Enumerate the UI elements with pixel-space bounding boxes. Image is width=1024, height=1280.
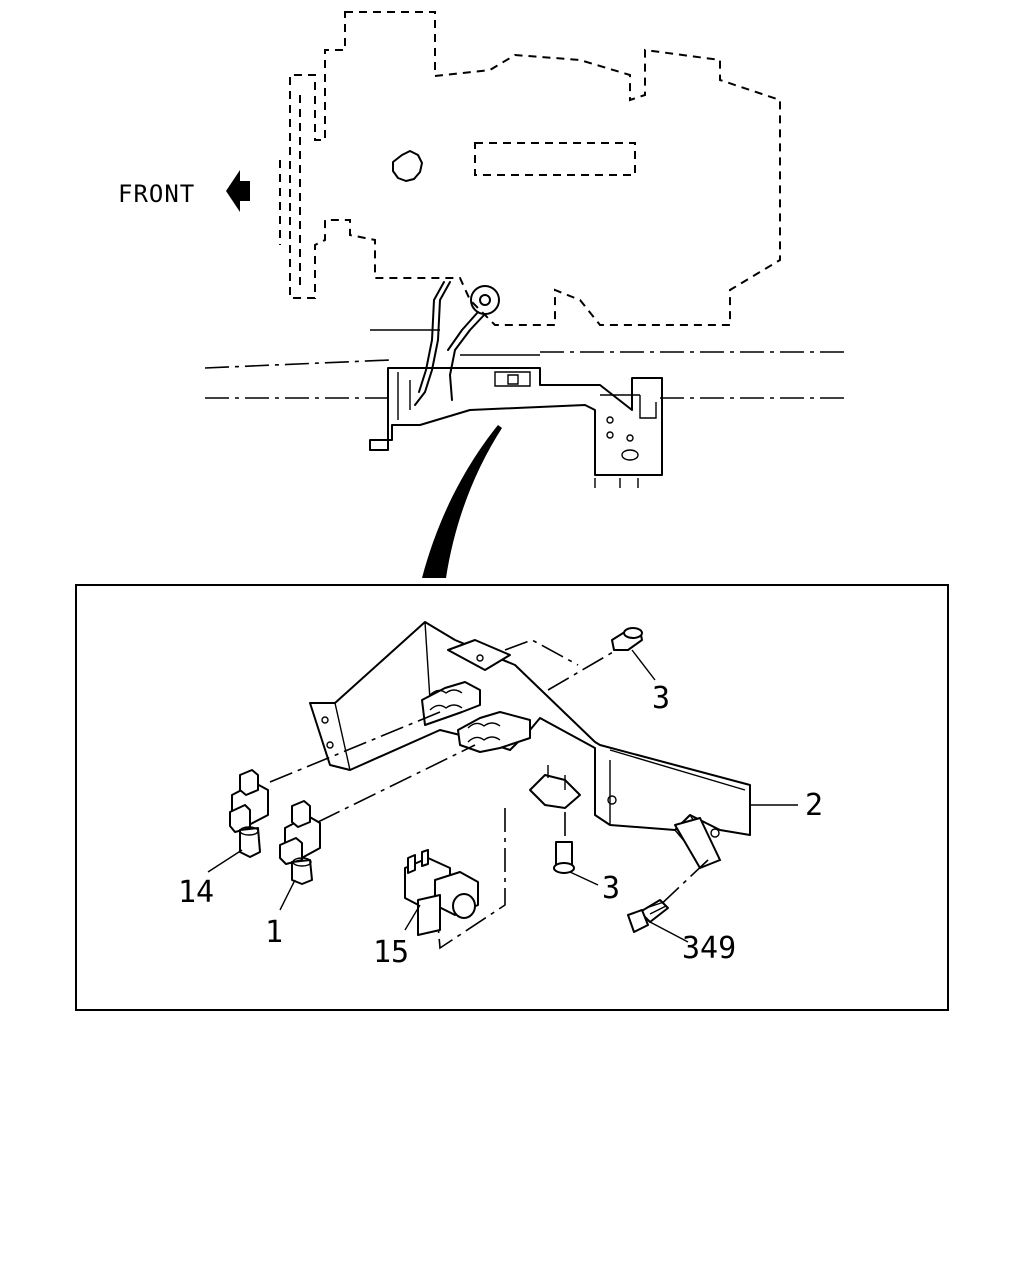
engine-overview: FRONT — [118, 11, 845, 488]
overview-bracket — [369, 367, 663, 476]
callout-line-14 — [207, 849, 243, 873]
hose-left-2 — [418, 281, 445, 393]
overview-hole-3 — [621, 449, 639, 461]
part-1-vsv — [279, 800, 321, 885]
callout-3-bottom: 3 — [602, 871, 620, 906]
detail-pointer — [422, 425, 502, 578]
clamp-lower-detail — [467, 722, 501, 743]
leader-14 — [269, 711, 441, 783]
callout-line-15 — [404, 904, 421, 931]
callout-3-top: 3 — [652, 681, 670, 716]
bolt-3-bottom — [553, 841, 575, 874]
engine-inner-left — [279, 95, 301, 290]
top-tab-hole — [476, 654, 484, 662]
detail-view: 3 2 14 1 3 15 349 — [178, 621, 823, 970]
arrow-left-icon — [226, 170, 250, 212]
engine-outline — [289, 11, 781, 326]
bracket-hole-right — [607, 795, 617, 805]
bolt-349 — [627, 899, 669, 933]
callout-15: 15 — [373, 935, 409, 970]
leader-3-top — [547, 647, 621, 691]
callout-1: 1 — [265, 915, 283, 950]
bracket-hole-left-2 — [326, 741, 334, 749]
leader-15 — [437, 808, 506, 950]
hose-right — [447, 311, 486, 401]
overview-hole-2 — [606, 431, 614, 439]
overview-hole-1 — [606, 416, 614, 424]
callout-2: 2 — [805, 788, 823, 823]
vacuum-fitting — [470, 285, 500, 315]
bracket-hole-end — [710, 828, 720, 838]
engine-nameplate — [474, 142, 636, 176]
part-15-sensor — [404, 849, 479, 936]
frame-rail-upper — [204, 351, 845, 369]
detail-frame — [75, 584, 949, 1011]
clamp-lower — [457, 711, 531, 753]
overview-bracket-detail — [397, 371, 657, 488]
callout-line-1 — [279, 879, 296, 911]
hose-left — [414, 281, 451, 406]
front-label: FRONT — [118, 180, 195, 208]
bolt-3-top — [611, 627, 643, 651]
leader-bracket-tab — [504, 639, 579, 666]
callout-14: 14 — [178, 875, 214, 910]
callout-349: 349 — [682, 931, 736, 966]
bracket-hole-left — [321, 716, 329, 724]
overview-hole-4 — [626, 434, 634, 442]
sensor-tab-lip — [547, 765, 566, 790]
part-14-vsv — [229, 769, 269, 858]
callout-line-349 — [649, 921, 689, 943]
callout-line-3-top — [631, 649, 656, 681]
leader-1 — [317, 744, 476, 823]
clamp-upper-detail — [429, 689, 463, 711]
bracket-end-flange — [674, 817, 721, 869]
filler-cap — [392, 150, 423, 182]
main-bracket-inner — [334, 621, 746, 861]
sensor-tab — [529, 774, 581, 809]
callout-line-3-bottom — [569, 871, 599, 886]
frame-line — [370, 329, 540, 356]
vacuum-fitting-inner — [479, 294, 491, 306]
